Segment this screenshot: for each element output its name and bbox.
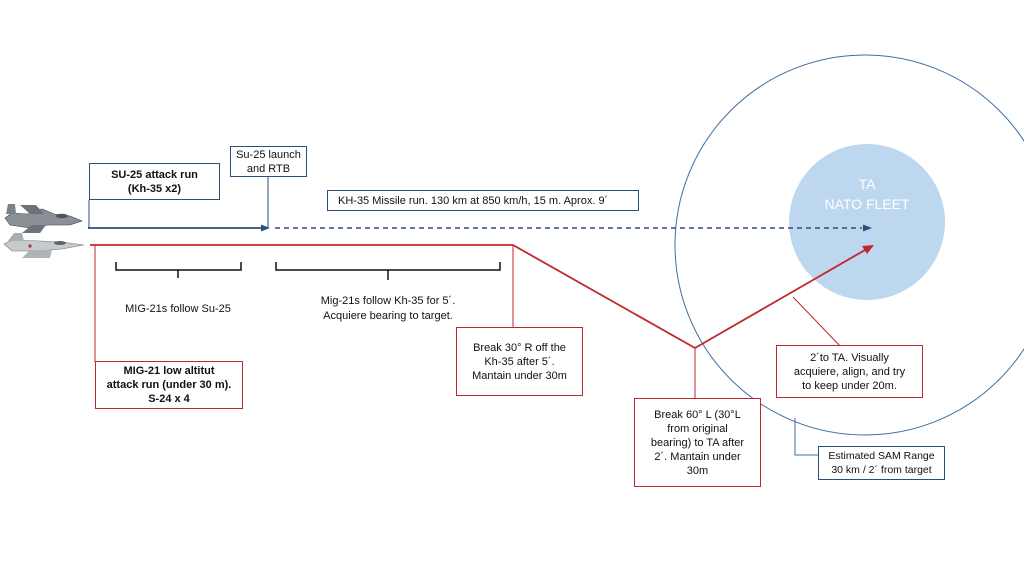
mig21-attack-box: MIG-21 low altitut attack run (under 30 … <box>95 361 243 409</box>
kh35-run-text: KH-35 Missile run. 130 km at 850 km/h, 1… <box>338 194 609 207</box>
two-to-ta-line2: acquiere, align, and try <box>793 365 906 378</box>
su25-jet-icon <box>4 204 83 233</box>
two-to-ta-line3: to keep under 20m. <box>802 379 897 392</box>
break60-box: Break 60° L (30°L from original bearing)… <box>634 398 761 487</box>
mig21-arrowhead <box>862 245 874 254</box>
kh35-run-box: KH-35 Missile run. 130 km at 850 km/h, 1… <box>327 190 639 211</box>
su25-launch-line1: Su-25 launch <box>236 148 301 161</box>
brace-su25-phase <box>115 262 242 278</box>
mig-follow-kh35-line1: Mig-21s follow Kh-35 for 5´. <box>320 295 456 307</box>
connector-2min <box>792 296 841 347</box>
mig21-jet-icon <box>3 233 85 258</box>
su25-launch-arrowhead <box>261 224 270 232</box>
sam-range-line2: 30 km / 2´ from target <box>831 464 932 476</box>
sam-range-circle <box>674 54 1024 436</box>
break60-line5: 30m <box>686 464 709 477</box>
mig21-attack-line2: attack run (under 30 m). <box>106 379 232 391</box>
sam-range-line1: Estimated SAM Range <box>828 450 935 462</box>
break60-line4: 2´. Mantain under <box>654 450 741 463</box>
su25-attack-box: SU-25 attack run (Kh-35 x2) <box>89 163 220 200</box>
target-line1: TA <box>858 176 876 192</box>
break30-line1: Break 30° R off the <box>473 341 566 354</box>
break30-line3: Mantain under 30m <box>472 369 567 382</box>
mig21-attack-line1: MIG-21 low altitut <box>123 365 215 377</box>
target-area <box>789 144 945 300</box>
break30-line2: Kh-35 after 5´. <box>484 355 555 368</box>
kh35-arrowhead <box>863 224 872 232</box>
break60-line3: bearing) to TA after <box>650 436 745 449</box>
su25-attack-line2: (Kh-35 x2) <box>127 182 182 195</box>
target-line2: NATO FLEET <box>824 196 910 212</box>
mig-follow-kh35-label: Mig-21s follow Kh-35 for 5´. Acquiere be… <box>298 294 478 324</box>
break60-line2: from original <box>667 422 728 435</box>
break30-box: Break 30° R off the Kh-35 after 5´. Mant… <box>456 327 583 396</box>
mig-follow-su25-text: MIG-21s follow Su-25 <box>125 303 231 315</box>
mig-follow-kh35-line2: Acquiere bearing to target. <box>323 310 453 322</box>
mig21-attack-line3: S-24 x 4 <box>148 393 190 405</box>
target-label: TA NATO FLEET <box>817 174 917 214</box>
mig-follow-su25-label: MIG-21s follow Su-25 <box>108 302 248 317</box>
mig21-flight-path <box>90 244 866 350</box>
two-to-ta-line1: 2´to TA. Visually <box>810 351 889 364</box>
connector-sam <box>794 418 820 456</box>
break60-line1: Break 60° L (30°L <box>654 408 741 421</box>
two-to-ta-box: 2´to TA. Visually acquiere, align, and t… <box>776 345 923 398</box>
brace-kh35-phase <box>275 262 501 280</box>
su25-launch-line2: and RTB <box>246 162 291 175</box>
su25-launch-box: Su-25 launch and RTB <box>230 146 307 177</box>
su25-attack-line1: SU-25 attack run <box>111 168 198 181</box>
sam-range-box: Estimated SAM Range 30 km / 2´ from targ… <box>818 446 945 480</box>
